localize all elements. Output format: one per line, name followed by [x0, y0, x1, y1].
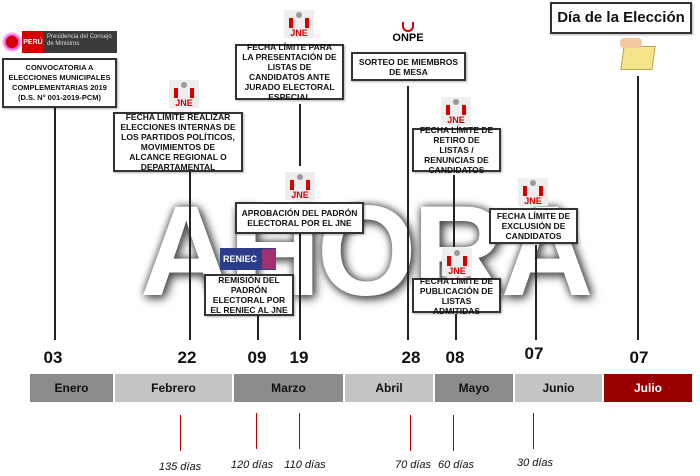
connector-line	[299, 104, 301, 166]
month-mayo: Mayo	[435, 374, 513, 402]
month-enero: Enero	[30, 374, 113, 402]
red-tick	[410, 415, 411, 451]
date-label: 03	[43, 348, 63, 367]
reniec-family-icon	[262, 249, 276, 269]
event-aprobacion-padron: APROBACIÓN DEL PADRÓN ELECTORAL POR EL J…	[235, 202, 364, 234]
jne-logo: JNE	[284, 10, 314, 38]
jne-logo: JNE	[518, 178, 548, 206]
days-label: 135 días	[158, 461, 202, 473]
connector-line	[535, 245, 537, 340]
reniec-label: RENIEC	[223, 254, 258, 264]
date-label: 09	[247, 348, 267, 367]
election-day-title: Día de la Elección	[550, 2, 692, 34]
red-tick	[180, 415, 181, 451]
connector-line	[299, 234, 301, 340]
red-tick	[453, 415, 454, 451]
connector-line	[637, 76, 639, 340]
days-label: 110 días	[284, 459, 326, 471]
jne-logo: JNE	[169, 80, 199, 108]
month-abril: Abril	[345, 374, 433, 402]
connector-line	[407, 86, 409, 340]
connector-line	[453, 175, 455, 247]
days-label: 60 días	[437, 459, 475, 471]
month-febrero: Febrero	[115, 374, 232, 402]
month-junio: Junio	[515, 374, 602, 402]
event-convocatoria: CONVOCATORIA A ELECCIONES MUNICIPALES CO…	[2, 58, 117, 108]
event-elecciones-internas: FECHA LÍMITE REALIZAR ELECCIONES INTERNA…	[113, 112, 243, 172]
reniec-logo: RENIEC	[220, 248, 276, 270]
pcm-logo: PERÚ Presidencia del Consejo de Ministro…	[2, 31, 117, 53]
ballot-box-icon	[620, 46, 656, 70]
days-label: 70 días	[394, 459, 432, 471]
jne-logo: JNE	[441, 97, 471, 125]
date-label: 22	[177, 348, 197, 367]
event-publicacion-listas: FECHA LÍMITE DE PUBLICACIÓN DE LISTAS AD…	[412, 276, 501, 316]
date-label: 28	[401, 348, 421, 367]
connector-line	[54, 108, 56, 340]
jne-logo: JNE	[442, 248, 472, 276]
event-remision-padron: REMISIÓN DEL PADRÓN ELECTORAL POR EL REN…	[204, 274, 294, 316]
peru-coat-of-arms-icon	[2, 31, 22, 53]
event-presentacion-listas: FECHA LÍMITE PARA LA PRESENTACIÓN DE LIS…	[235, 42, 344, 102]
red-tick	[256, 413, 257, 449]
onpe-emblem-icon	[402, 22, 414, 32]
month-julio: Julio	[604, 374, 692, 402]
connector-line	[455, 314, 457, 340]
days-label: 120 días	[230, 459, 274, 471]
date-label: 07	[629, 348, 649, 367]
connector-line	[189, 172, 191, 340]
ballot-hand-icon	[620, 38, 642, 48]
red-tick	[299, 413, 300, 449]
connector-line	[257, 316, 259, 340]
event-sorteo-miembros: SORTEO DE MIEMBROS DE MESA	[351, 52, 466, 81]
month-marzo: Marzo	[234, 374, 343, 402]
date-label: 07	[524, 344, 544, 363]
pcm-text: Presidencia del Consejo de Ministros	[44, 31, 117, 53]
event-retiro-listas: FECHA LÍMITE DE RETIRO DE LISTAS / RENUN…	[412, 125, 501, 175]
onpe-logo: ONPE	[390, 22, 426, 48]
onpe-label: ONPE	[392, 32, 424, 44]
event-exclusion-candidatos: FECHA LÍMITE DE EXCLUSIÓN DE CANDIDATOS	[489, 208, 578, 244]
jne-logo: JNE	[285, 172, 315, 200]
days-label: 30 días	[516, 457, 554, 469]
date-label: 19	[289, 348, 309, 367]
pcm-peru-label: PERÚ	[22, 31, 44, 53]
red-tick	[533, 413, 534, 449]
date-label: 08	[445, 348, 465, 367]
